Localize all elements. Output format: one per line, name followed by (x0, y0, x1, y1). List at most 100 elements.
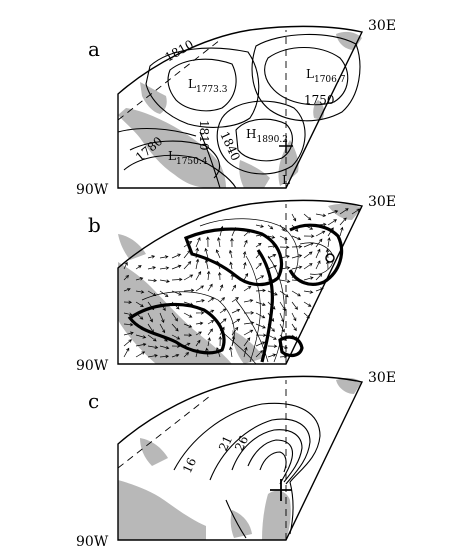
panel-label: b (88, 213, 101, 237)
wind-vector (267, 235, 276, 239)
wind-vector (315, 230, 326, 237)
wind-vector (339, 208, 349, 215)
wind-vector (303, 251, 313, 259)
wind-vector (159, 266, 170, 270)
wind-vector (195, 299, 205, 303)
flux-contour (245, 255, 261, 363)
contour-label: 16 (180, 456, 199, 476)
wind-vector (135, 265, 142, 270)
contour-line (145, 47, 260, 128)
wind-vector (123, 261, 128, 270)
wind-vector (207, 297, 215, 303)
wind-vector (123, 339, 132, 347)
wind-vector (291, 290, 301, 297)
center-label: L1706.7 (306, 67, 346, 85)
wind-vector (243, 272, 249, 281)
wind-vector (243, 285, 252, 292)
wind-vector (147, 278, 158, 283)
contour-line (235, 118, 293, 162)
wind-vector (195, 258, 200, 270)
wind-vector (303, 234, 315, 238)
wind-vector (183, 249, 191, 259)
wind-vector (135, 290, 145, 294)
plus-marker (279, 139, 293, 153)
wind-vector (255, 262, 262, 270)
land-mass (118, 234, 146, 260)
contour-line (123, 154, 237, 189)
wind-vector (195, 311, 205, 315)
panel-c: c 90W 30E 16 21 26 (76, 370, 396, 550)
wind-vector (228, 249, 233, 259)
wind-vector (206, 270, 211, 281)
wind-vector (303, 263, 313, 270)
wind-vector (243, 239, 248, 248)
wind-vector (231, 284, 236, 292)
wind-vector (207, 320, 215, 325)
wind-vector (171, 277, 183, 282)
wind-vector (123, 322, 134, 327)
wind-vector (303, 301, 312, 307)
wind-vector (325, 248, 330, 259)
longitude-label-right: 30E (368, 194, 396, 210)
contour-line (225, 499, 247, 539)
wind-vector (123, 312, 133, 316)
wind-vector (183, 333, 193, 337)
wind-vector (207, 328, 213, 336)
longitude-label-right: 30E (368, 370, 396, 386)
land-mass (140, 82, 167, 114)
wind-vector (135, 342, 147, 347)
wind-vector (147, 334, 157, 342)
wind-vector (218, 335, 223, 347)
dashed-meridian (117, 395, 211, 469)
longitude-label-left: 90W (76, 182, 109, 198)
longitude-label-left: 90W (76, 358, 109, 374)
flux-contour (199, 218, 299, 279)
land-mass (239, 160, 270, 188)
wind-vector (171, 290, 182, 296)
wind-vector (171, 253, 181, 259)
longitude-label-left: 90W (76, 534, 109, 550)
wind-vector (219, 297, 226, 303)
contour-line (264, 47, 349, 106)
wind-vector (195, 237, 201, 248)
wind-vector (291, 312, 297, 322)
wind-vector (255, 341, 266, 347)
land-mass (232, 330, 264, 364)
wind-vector (303, 276, 314, 281)
wind-vector (171, 323, 179, 332)
wind-vector (135, 334, 147, 339)
wind-vector (183, 312, 193, 318)
land-mass (278, 140, 299, 186)
wind-vector (159, 312, 165, 323)
wind-vector (229, 261, 233, 270)
dashed-meridian (117, 39, 221, 121)
wind-vector (183, 261, 192, 270)
wind-vector (315, 213, 327, 218)
wind-vector (267, 224, 274, 230)
wind-vector (291, 323, 297, 332)
wind-vector (243, 337, 251, 347)
flux-contour (235, 299, 269, 363)
wind-vector (279, 312, 285, 323)
wind-vector (291, 301, 298, 310)
wind-vector (351, 208, 361, 215)
wind-vector (255, 350, 264, 358)
wind-vector (231, 308, 241, 314)
wind-vector (243, 261, 247, 270)
flux-contour (141, 291, 235, 347)
contour-label: 1810 (197, 120, 211, 151)
wind-vector (230, 237, 234, 248)
wind-vector (204, 247, 209, 259)
center-label: L1773.3 (188, 77, 228, 95)
wind-vector (339, 226, 344, 237)
contour-line (289, 481, 294, 535)
wind-vector (195, 331, 202, 336)
wind-vector (215, 249, 221, 259)
contour-line (167, 58, 237, 112)
wind-vector (183, 274, 194, 281)
land-mass (118, 480, 206, 540)
flux-contour (299, 242, 335, 275)
wind-vector (255, 323, 266, 329)
land-mass (262, 490, 291, 540)
land-mass (230, 510, 252, 538)
